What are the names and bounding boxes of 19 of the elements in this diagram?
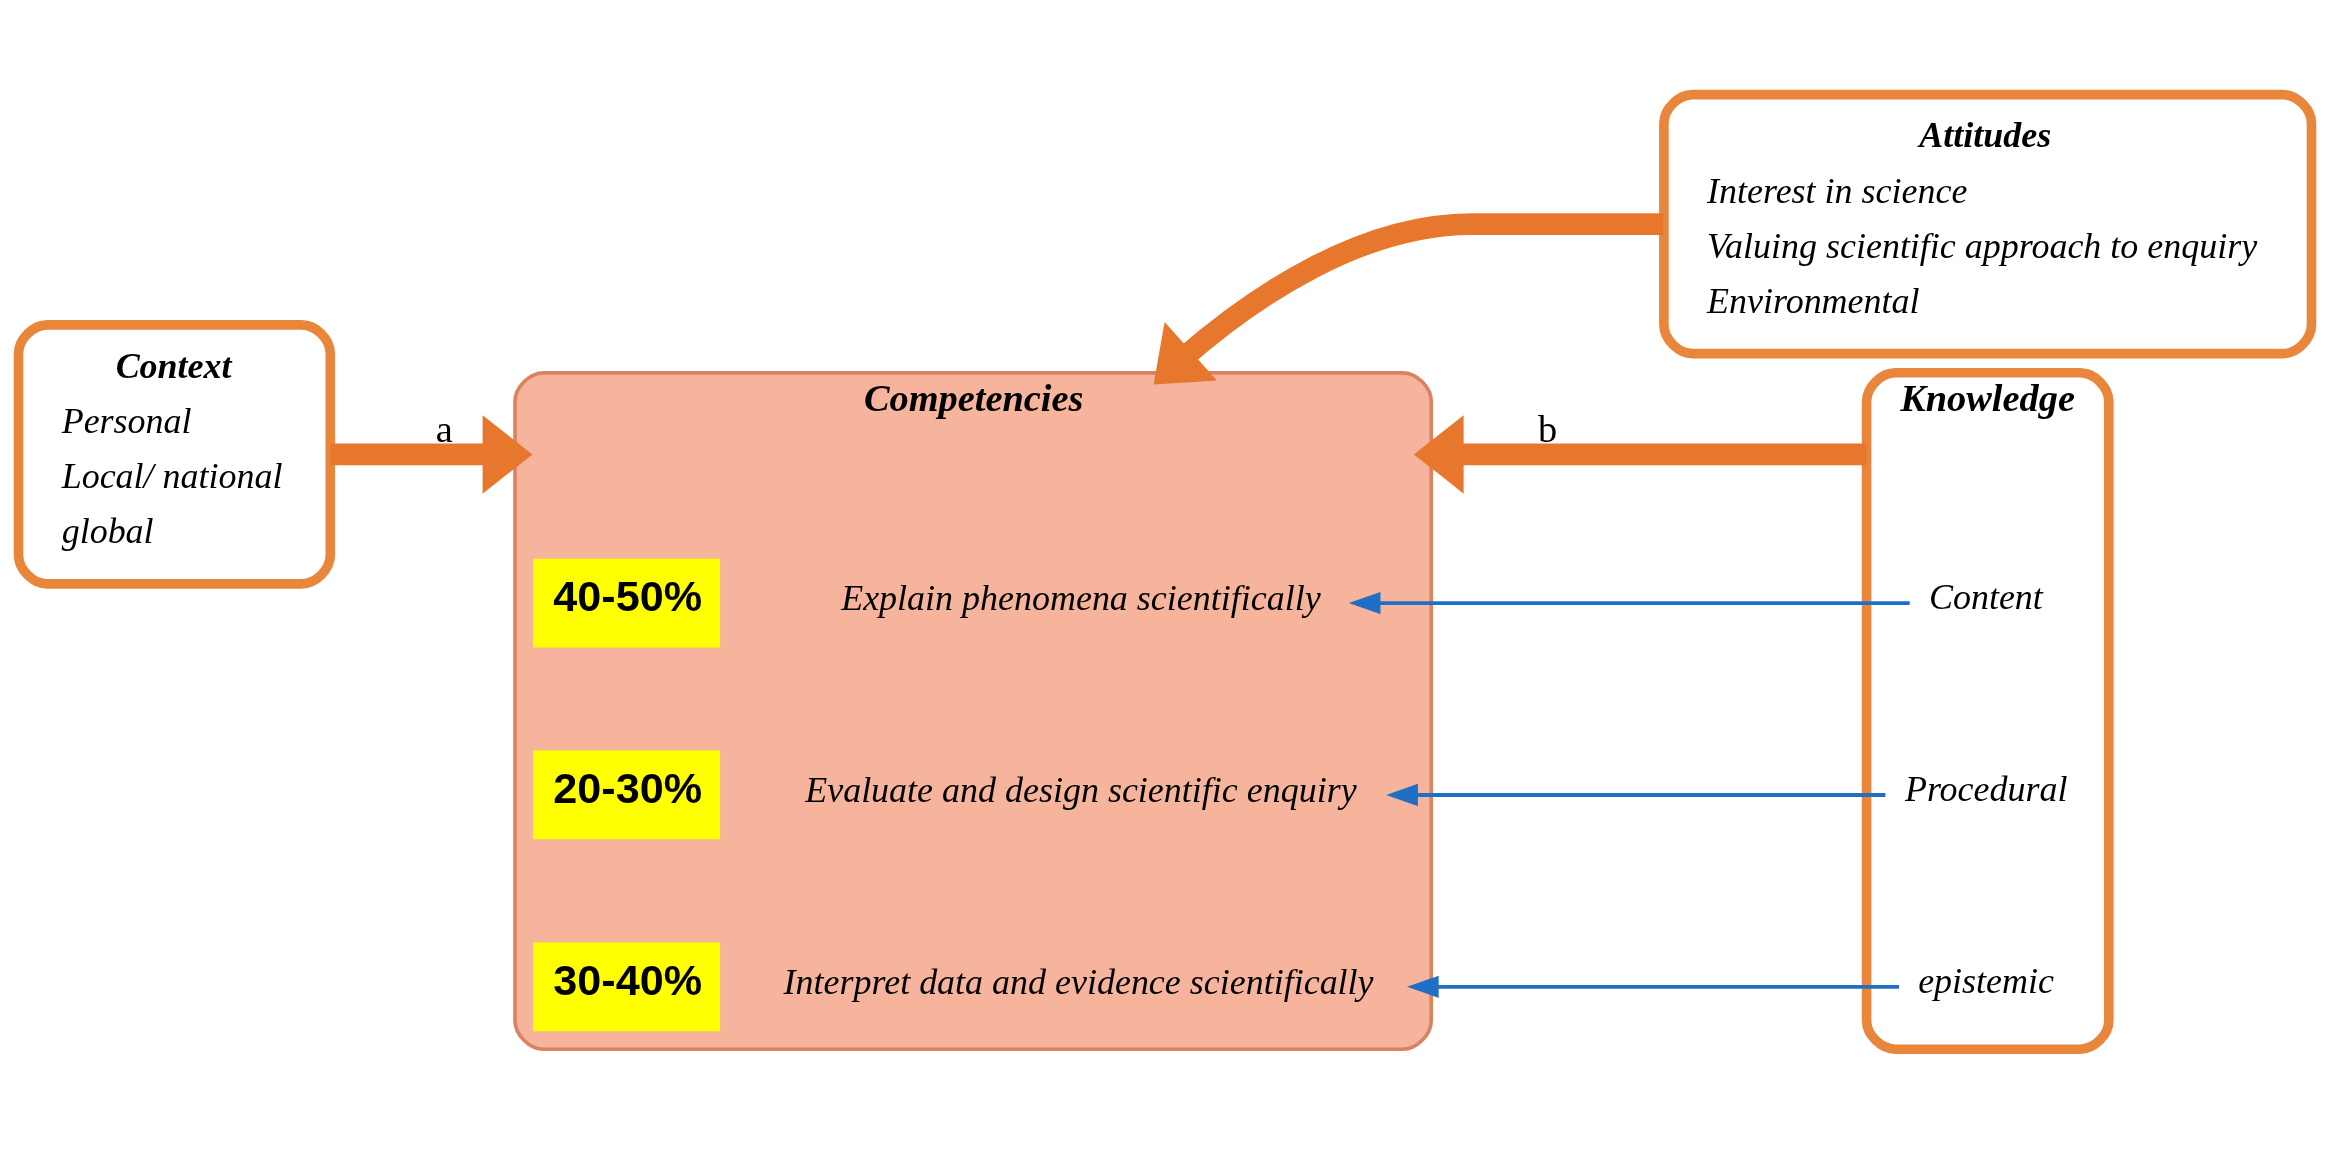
- node-text: epistemic: [1918, 960, 2054, 1001]
- node-label: 30-40%: [553, 955, 703, 1004]
- arrow: [1406, 975, 1899, 998]
- arrow: [1386, 783, 1886, 806]
- node-label: 40-50%: [553, 571, 703, 620]
- node-label: 20-30%: [553, 763, 703, 812]
- node-text: Explain phenomena scientifically: [841, 577, 1321, 618]
- arrow: [330, 414, 533, 494]
- node-text: Procedural: [1904, 768, 2068, 809]
- node-text: Evaluate and design scientific enquiry: [805, 769, 1357, 810]
- edge-label: a: [435, 407, 453, 450]
- node-box: Attitudes Interest in science Valuing scientific approach to enquiry Environmental: [1659, 89, 2317, 358]
- edge-label: b: [1537, 407, 1558, 450]
- node-text: Interpret data and evidence scientifically: [783, 961, 1374, 1002]
- node-text: Content: [1928, 576, 2043, 617]
- arrow: [1153, 212, 1664, 384]
- arrow: [1413, 414, 1867, 494]
- node-box: Context Personal Local/ national global: [13, 319, 336, 589]
- arrow: [1348, 591, 1910, 614]
